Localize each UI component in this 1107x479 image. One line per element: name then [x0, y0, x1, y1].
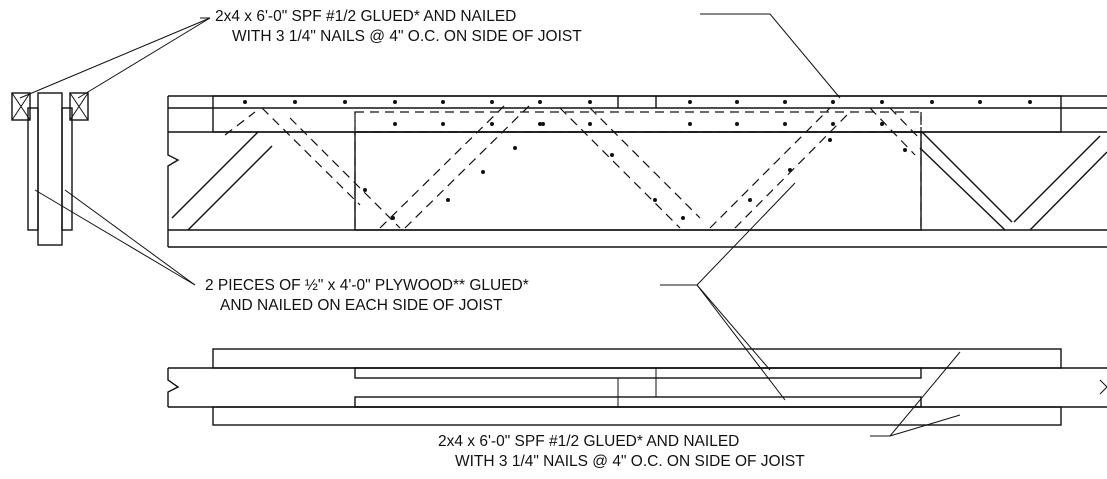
plan-scab-top [212, 348, 1062, 369]
plan-plywood-bottom [354, 396, 922, 408]
scab-2x4 [212, 95, 1062, 133]
bottom-note-line2: WITH 3 1/4" NAILS @ 4" O.C. ON SIDE OF J… [455, 453, 805, 470]
elevation-view [19, 13, 1107, 248]
mid-note-leaders [34, 182, 796, 401]
mid-note-line1: 2 PIECES OF ½" x 4'-0" PLYWOOD** GLUED* [205, 277, 529, 294]
plan-plywood-top [354, 367, 922, 379]
section-view [11, 92, 89, 246]
section-plywood-left [27, 107, 39, 231]
bottom-note-leaders [870, 351, 961, 437]
section-plywood-right [61, 107, 73, 231]
section-web [37, 92, 63, 246]
top-note-line1: 2x4 x 6'-0" SPF #1/2 GLUED* AND NAILED [215, 8, 516, 25]
plan-scab-bottom [212, 406, 1062, 426]
plywood-gusset [354, 131, 922, 231]
mid-note-line2: AND NAILED ON EACH SIDE OF JOIST [220, 297, 503, 314]
truss-webs [171, 131, 1107, 231]
bottom-note-line1: 2x4 x 6'-0" SPF #1/2 GLUED* AND NAILED [438, 433, 739, 450]
hidden-webs [224, 104, 922, 229]
section-chord-left [11, 92, 31, 121]
section-chord-right [69, 92, 89, 121]
plan-view [167, 348, 1107, 426]
top-note-line2: WITH 3 1/4" NAILS @ 4" O.C. ON SIDE OF J… [232, 28, 582, 45]
nails [243, 100, 1032, 220]
